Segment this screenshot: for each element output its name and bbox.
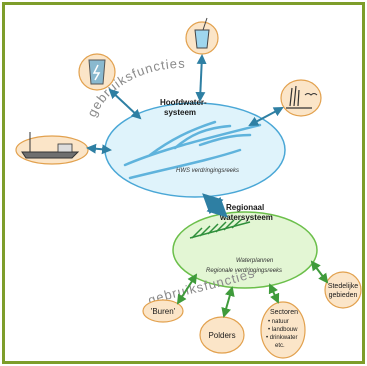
sectoren-item: • drinkwater	[266, 335, 297, 341]
main-system-title-1: Hoofdwater-	[160, 98, 207, 107]
canal-lines	[189, 218, 251, 239]
main-system-ellipse	[104, 102, 286, 198]
arrow-nature	[248, 107, 284, 126]
main-system-title-2: systeem	[164, 108, 196, 117]
nature-use	[280, 79, 322, 117]
power-plant-use	[78, 53, 116, 91]
system-link-arrow	[202, 193, 228, 218]
sectoren-item: • natuur	[268, 319, 289, 325]
regional-subtitle-2: Regionale verdringingsreeks	[206, 268, 282, 274]
river-network	[123, 120, 262, 180]
sectoren-item: etc.	[275, 343, 285, 349]
regional-subtitle-1: Waterplannen	[236, 258, 274, 264]
polders-label: Polders	[208, 331, 235, 340]
arrow-stedelijk	[310, 260, 329, 284]
arrow-shipping	[86, 143, 112, 155]
reed-icon	[286, 85, 312, 109]
power-plant-icon	[88, 59, 106, 85]
glass-icon	[194, 29, 210, 49]
arrow-drinking	[195, 54, 207, 102]
stedelijk-use: Stedelijke gebieden	[324, 271, 362, 309]
sectoren-title: Sectoren	[270, 309, 298, 316]
arrow-buren	[176, 273, 198, 305]
buren-label: 'Buren'	[151, 307, 176, 316]
regional-system-ellipse	[172, 211, 318, 289]
drinking-water-use	[185, 17, 219, 55]
arrow-polders	[221, 286, 235, 318]
ship-icon	[21, 151, 80, 159]
sectoren-use: Sectoren • natuur • landbouw • drinkwate…	[260, 301, 306, 359]
arrow-power	[108, 88, 142, 120]
regional-title-1: Regionaal	[226, 203, 264, 212]
regional-title-2: watersysteem	[219, 213, 273, 222]
stedelijk-label-1: Stedelijke	[328, 283, 358, 290]
polders-use: Polders	[199, 316, 245, 354]
stedelijk-label-2: gebieden	[329, 292, 358, 299]
sectoren-item: • landbouw	[268, 327, 298, 333]
arrow-sectoren	[268, 283, 280, 304]
shipping-use	[15, 132, 89, 165]
buren-use: 'Buren'	[142, 299, 184, 323]
main-system-subtitle: HWS verdringingsreeks	[176, 168, 239, 174]
